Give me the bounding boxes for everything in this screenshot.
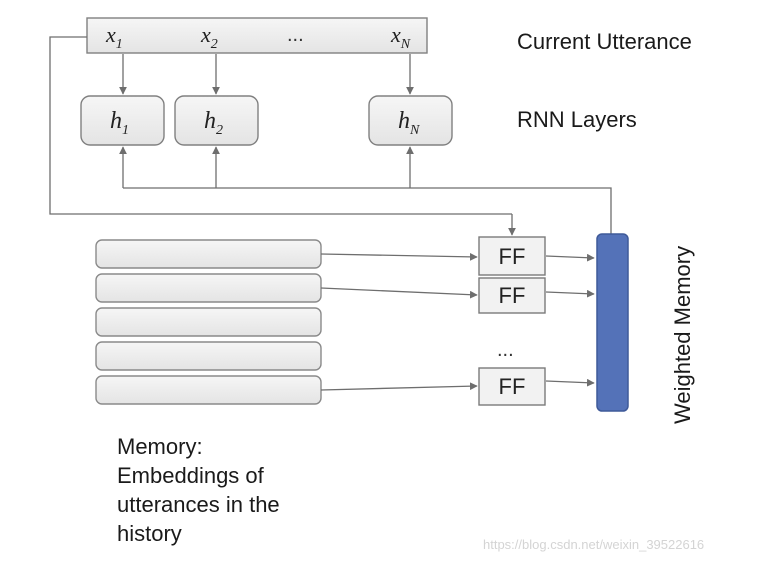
input-xn: xN [390, 22, 411, 52]
rnn-cell-h1 [80, 95, 165, 146]
watermark: https://blog.csdn.net/weixin_39522616 [483, 537, 705, 552]
rnn-cell-hn [368, 95, 453, 146]
memory-feedback-line [123, 187, 612, 234]
memory-caption-line: history [117, 521, 182, 546]
ff-box [478, 367, 546, 406]
memory-embedding-row [95, 341, 322, 371]
arrow-ff2-wm [545, 289, 595, 298]
input-x2: x2 [200, 22, 218, 52]
ff-label: FF [499, 244, 526, 269]
arrow-ff1-wm [545, 253, 595, 262]
ff-label: FF [499, 374, 526, 399]
memory-embedding-row [95, 307, 322, 337]
memory-embedding-row [95, 375, 322, 405]
current-utterance-label: Current Utterance [517, 29, 692, 54]
memory-embedding-row [95, 273, 322, 303]
ff-ellipsis: ... [497, 339, 514, 361]
input-x1: x1 [105, 22, 123, 52]
ff-box [478, 277, 546, 314]
rnn-cell-h2 [174, 95, 259, 146]
memory-caption-line: utterances in the [117, 492, 280, 517]
ff-label: FF [499, 283, 526, 308]
input-ellipsis: ... [287, 24, 304, 46]
arrow-mem2-ff2 [320, 287, 478, 299]
query-line [49, 36, 512, 215]
arrow-mem1-ff1 [320, 252, 478, 261]
arrow-mem5-ff3 [320, 382, 478, 391]
memory-caption-line: Memory: [117, 434, 203, 459]
current-utterance-bar [86, 17, 428, 54]
weighted-memory-label: Weighted Memory [670, 246, 695, 424]
memory-caption: Memory: Embeddings of utterances in the … [117, 432, 357, 548]
hidden-h2: h2 [204, 108, 223, 138]
rnn-layers-label: RNN Layers [517, 107, 637, 132]
weighted-memory-bar [596, 233, 629, 412]
memory-embedding-row [95, 239, 322, 269]
memory-caption-line: Embeddings of [117, 463, 264, 488]
hidden-h1: h1 [110, 108, 129, 138]
hidden-hn: hN [398, 108, 420, 138]
ff-box [478, 236, 546, 276]
arrow-ff3-wm [545, 378, 595, 387]
